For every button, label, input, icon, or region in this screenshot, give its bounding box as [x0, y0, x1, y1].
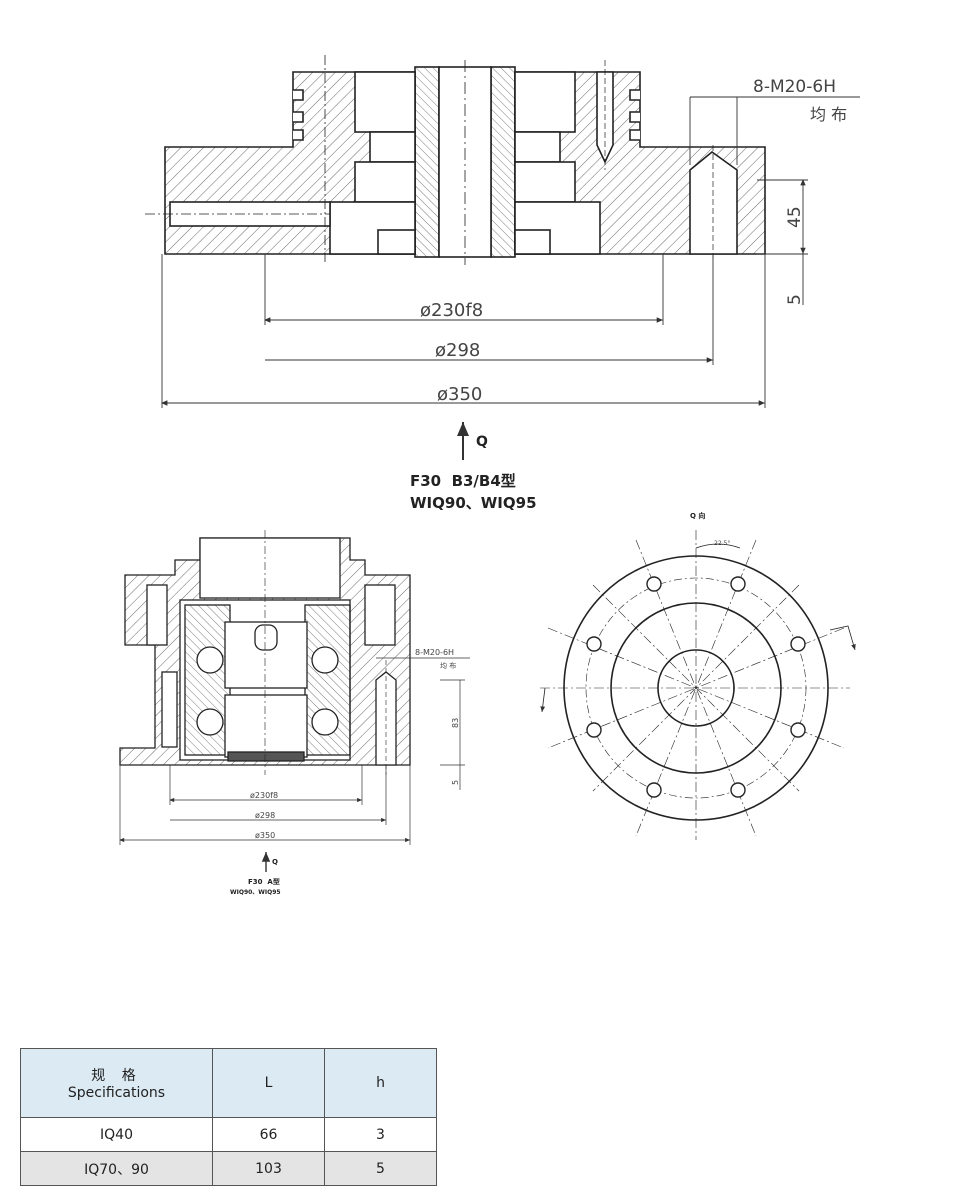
cell-spec: IQ70、90	[20, 1151, 213, 1186]
drawing-canvas: 8-M20-6H 均 布 45 5 ø230f8 ø298 ø350 Q F30…	[119, 55, 860, 896]
bolt-hole	[730, 782, 746, 798]
bolt-hole	[646, 782, 662, 798]
bl-dim-d3: ø350	[255, 831, 275, 840]
bl-dim-step: 5	[451, 780, 460, 785]
bl-model-line1: F30 A型	[248, 877, 280, 886]
bolt-hole	[790, 722, 806, 738]
q-direction-view	[540, 530, 856, 840]
header-spec-en: Specifications	[67, 1085, 166, 1101]
q-view-title: Q 向	[690, 511, 705, 520]
top-bolt-callout: 8-M20-6H	[753, 77, 836, 97]
bolt-hole	[730, 576, 746, 592]
top-dimensions	[161, 96, 860, 460]
top-model-line1: F30 B3/B4型	[410, 472, 516, 490]
bolt-hole	[790, 636, 806, 652]
top-dim-height: 45	[785, 206, 805, 228]
bl-view-arrow-label: Q	[272, 858, 278, 866]
bottom-left-dimensions	[119, 657, 470, 872]
header-L: L	[212, 1048, 325, 1118]
table-row: IQ40 66 3	[20, 1117, 437, 1152]
top-dim-step: 5	[785, 294, 805, 305]
bl-dim-height: 83	[451, 718, 460, 728]
q-view-angle-label: 22.5°	[714, 540, 730, 547]
cell-h: 3	[324, 1117, 437, 1152]
bottom-left-section-view	[119, 530, 411, 775]
bl-dim-d2: ø298	[255, 811, 275, 820]
cell-L: 103	[212, 1151, 325, 1186]
top-dim-d3: ø350	[437, 384, 482, 405]
top-view-arrow-label: Q	[476, 434, 488, 450]
table-header-row: 规 格 Specifications L h	[20, 1048, 437, 1118]
cell-spec: IQ40	[20, 1117, 213, 1152]
bolt-hole	[646, 576, 662, 592]
shaft-right	[490, 66, 516, 258]
bl-dim-d1: ø230f8	[250, 791, 278, 800]
top-model-line2: WIQ90、WIQ95	[410, 494, 537, 512]
bolt-hole	[586, 722, 602, 738]
top-dim-d2: ø298	[435, 340, 480, 361]
right-grooves	[629, 89, 640, 141]
specifications-table: 规 格 Specifications L h IQ40 66 3 IQ70、90…	[20, 1048, 437, 1186]
table-row: IQ70、90 103 5	[20, 1151, 437, 1186]
top-section-view	[145, 55, 766, 265]
header-h: h	[324, 1048, 437, 1118]
bl-model-line2: WIQ90、WIQ95	[230, 889, 281, 896]
header-spec-cn: 规 格	[91, 1068, 142, 1084]
left-grooves	[293, 89, 304, 141]
shaft-left	[414, 66, 440, 258]
header-spec: 规 格 Specifications	[20, 1048, 213, 1118]
cell-h: 5	[324, 1151, 437, 1186]
bolt-holes	[586, 576, 806, 798]
bl-bolt-callout: 8-M20-6H	[415, 648, 454, 657]
bolt-hole	[586, 636, 602, 652]
top-dim-d1: ø230f8	[420, 300, 483, 321]
cell-L: 66	[212, 1117, 325, 1152]
shaft-bore	[438, 66, 492, 258]
top-bolt-note: 均 布	[810, 105, 847, 124]
bl-bolt-note: 均 布	[440, 661, 456, 670]
